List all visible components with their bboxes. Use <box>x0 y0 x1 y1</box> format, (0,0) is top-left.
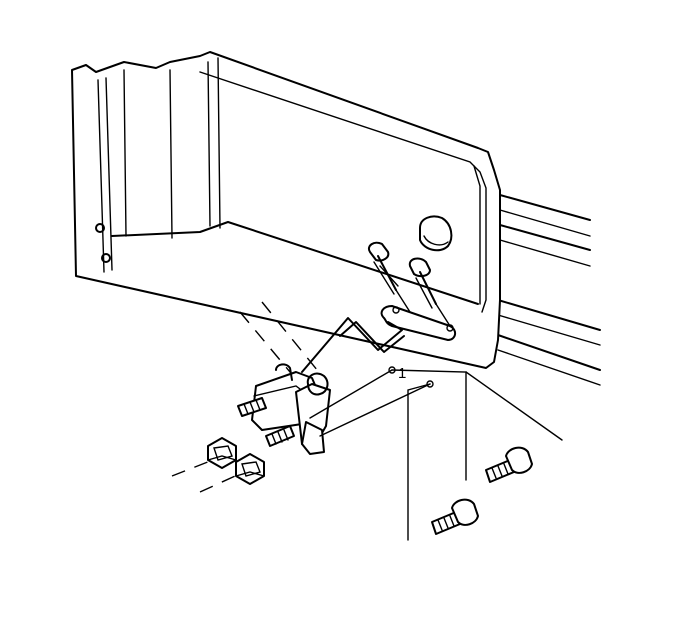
break-line-2 <box>339 321 405 353</box>
stud-lower <box>265 425 295 447</box>
nut-lower <box>235 453 265 485</box>
break-line <box>301 317 403 373</box>
upper-bolt-right <box>408 257 451 327</box>
callout-1: 1 <box>398 365 406 382</box>
bolt-lower <box>431 498 479 535</box>
upper-bolt-left <box>368 241 411 313</box>
bolt-right <box>485 446 533 483</box>
frame-rail <box>497 194 601 386</box>
mount-bracket <box>251 363 331 455</box>
nut-upper <box>207 437 237 469</box>
bolt-paths <box>309 366 563 541</box>
callout-label: 1 <box>398 365 406 382</box>
crossmember-panel <box>71 51 501 369</box>
stud-upper <box>237 397 267 417</box>
